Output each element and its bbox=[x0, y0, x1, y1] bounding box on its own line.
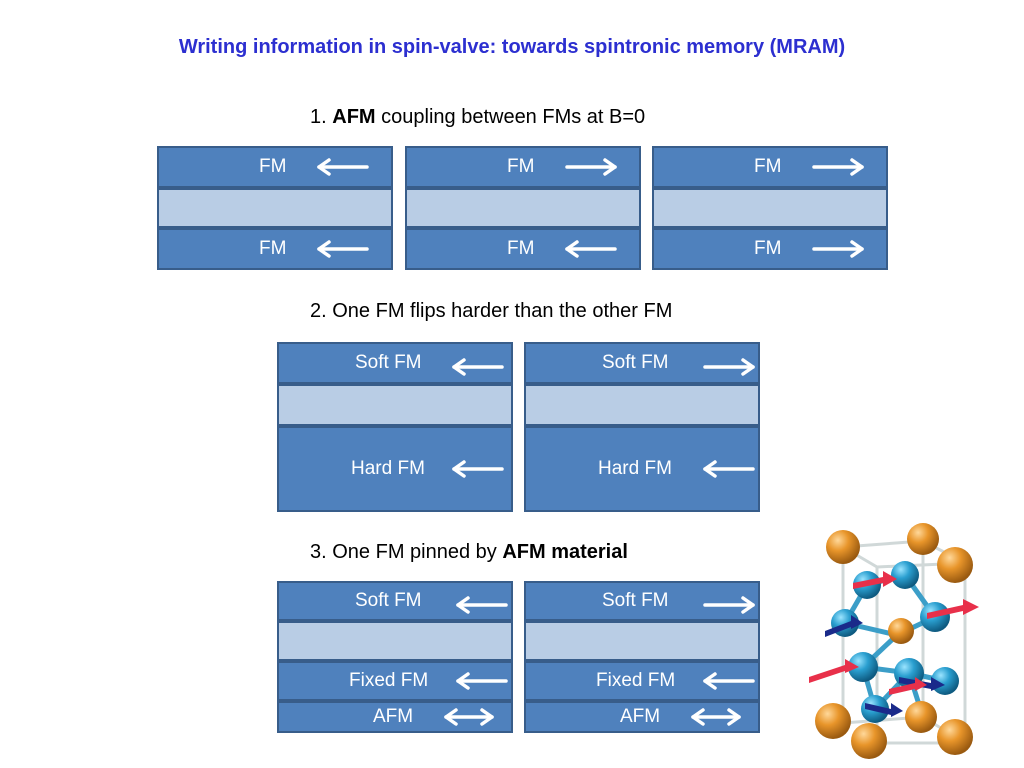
section1-prefix: 1. bbox=[310, 106, 333, 128]
magnetization-arrow-icon bbox=[317, 240, 369, 258]
magnetization-arrow-icon bbox=[703, 460, 755, 478]
hard-fm-layer: Hard FM bbox=[524, 426, 760, 512]
section1-suffix: coupling between FMs at B=0 bbox=[375, 106, 646, 128]
spacer-layer bbox=[405, 188, 641, 228]
atom-large bbox=[888, 618, 914, 644]
layer-label: FM bbox=[259, 156, 287, 177]
magnetization-arrow-icon bbox=[456, 672, 508, 690]
afm-layer: AFM bbox=[524, 701, 760, 733]
section2-heading: 2. One FM flips harder than the other FM bbox=[310, 300, 673, 322]
spacer-layer bbox=[157, 188, 393, 228]
top-fm-layer: FM bbox=[157, 146, 393, 188]
soft-hard-stack-2: Soft FM Hard FM bbox=[524, 342, 760, 512]
spacer-layer bbox=[652, 188, 888, 228]
section1-heading: 1. AFM coupling between FMs at B=0 bbox=[310, 106, 645, 129]
layer-label: FM bbox=[754, 156, 782, 177]
spacer-layer bbox=[524, 621, 760, 661]
layer-label: Hard FM bbox=[351, 458, 425, 479]
layer-label: Hard FM bbox=[598, 458, 672, 479]
afm-stack-3: FM FM bbox=[652, 146, 888, 270]
section1-bold: AFM bbox=[332, 106, 376, 128]
atom-small bbox=[891, 561, 919, 589]
magnetization-arrow-icon bbox=[703, 595, 755, 614]
magnetization-arrow-icon bbox=[452, 358, 504, 376]
spin-arrow-icon bbox=[865, 703, 903, 717]
bottom-fm-layer: FM bbox=[405, 228, 641, 270]
spacer-layer bbox=[277, 621, 513, 661]
pinned-stack-2: Soft FM Fixed FM AFM bbox=[524, 581, 760, 733]
layer-label: FM bbox=[259, 238, 287, 259]
layer-label: Soft FM bbox=[602, 590, 669, 611]
pinned-stack-1: Soft FM Fixed FM AFM bbox=[277, 581, 513, 733]
spacer-layer bbox=[524, 384, 760, 426]
atom-large bbox=[937, 547, 973, 583]
afm-stack-1: FM FM bbox=[157, 146, 393, 270]
afm-stack-2: FM FM bbox=[405, 146, 641, 270]
layer-label: FM bbox=[754, 238, 782, 259]
section3-heading: 3. One FM pinned by AFM material bbox=[310, 541, 628, 564]
soft-fm-layer: Soft FM bbox=[277, 581, 513, 621]
bottom-fm-layer: FM bbox=[157, 228, 393, 270]
bottom-fm-layer: FM bbox=[652, 228, 888, 270]
spacer-layer bbox=[277, 384, 513, 426]
layer-label: FM bbox=[507, 238, 535, 259]
top-fm-layer: FM bbox=[652, 146, 888, 188]
fixed-fm-layer: Fixed FM bbox=[277, 661, 513, 701]
atom-large bbox=[815, 703, 851, 739]
soft-hard-stack-1: Soft FM Hard FM bbox=[277, 342, 513, 512]
atom-large bbox=[937, 719, 973, 755]
magnetization-arrow-icon bbox=[703, 358, 755, 376]
layer-label: Soft FM bbox=[602, 352, 669, 373]
layer-label: AFM bbox=[620, 706, 661, 727]
spin-arrow-icon bbox=[853, 571, 897, 589]
atom-large bbox=[826, 530, 860, 564]
layer-label: Soft FM bbox=[355, 352, 422, 373]
atom-large bbox=[851, 723, 887, 759]
afm-crystal-structure-image bbox=[809, 523, 979, 759]
section3-prefix: 3. One FM pinned by bbox=[310, 541, 503, 563]
top-fm-layer: FM bbox=[405, 146, 641, 188]
spin-arrow-icon bbox=[889, 677, 927, 695]
soft-fm-layer: Soft FM bbox=[277, 342, 513, 384]
soft-fm-layer: Soft FM bbox=[524, 581, 760, 621]
atom-large bbox=[905, 701, 937, 733]
layer-label: FM bbox=[507, 156, 535, 177]
spin-arrow-icon bbox=[927, 599, 979, 619]
magnetization-arrow-icon bbox=[317, 158, 369, 176]
layer-label: Fixed FM bbox=[349, 670, 429, 691]
layer-label: Fixed FM bbox=[596, 670, 676, 691]
afm-layer: AFM bbox=[277, 701, 513, 733]
spin-arrows bbox=[809, 571, 979, 717]
atom-large bbox=[907, 523, 939, 555]
atom-small bbox=[848, 652, 878, 682]
section3-bold: AFM material bbox=[502, 541, 628, 563]
soft-fm-layer: Soft FM bbox=[524, 342, 760, 384]
magnetization-arrow-icon bbox=[812, 240, 864, 258]
spin-arrow-icon bbox=[825, 615, 863, 637]
double-arrow-icon bbox=[444, 708, 494, 726]
magnetization-arrow-icon bbox=[812, 158, 864, 176]
magnetization-arrow-icon bbox=[456, 595, 508, 614]
layer-label: Soft FM bbox=[355, 590, 422, 611]
layer-label: AFM bbox=[373, 706, 414, 727]
double-arrow-icon bbox=[691, 708, 741, 726]
magnetization-arrow-icon bbox=[565, 240, 617, 258]
hard-fm-layer: Hard FM bbox=[277, 426, 513, 512]
fixed-fm-layer: Fixed FM bbox=[524, 661, 760, 701]
magnetization-arrow-icon bbox=[565, 158, 617, 176]
magnetization-arrow-icon bbox=[452, 460, 504, 478]
slide-title: Writing information in spin-valve: towar… bbox=[178, 36, 846, 58]
spin-arrow-icon bbox=[809, 659, 859, 683]
magnetization-arrow-icon bbox=[703, 672, 755, 690]
